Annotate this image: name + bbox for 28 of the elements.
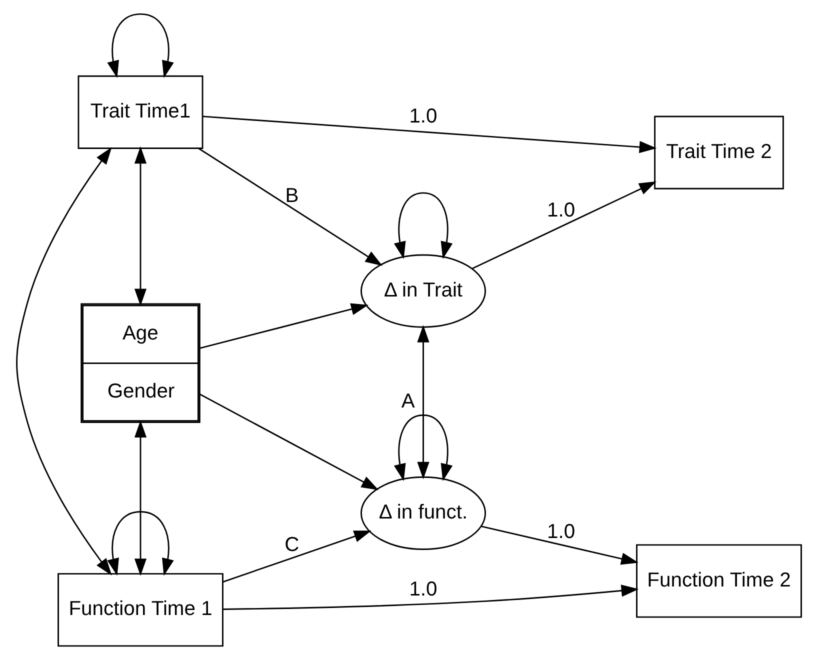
arrow — [416, 325, 429, 480]
arrow — [16, 147, 112, 576]
arrow — [134, 420, 146, 576]
edge-label: A — [400, 390, 414, 412]
arrow — [222, 530, 371, 583]
node-ellipse: Δ in Trait — [360, 254, 486, 328]
arrow — [199, 394, 378, 490]
arrow — [106, 13, 174, 78]
arrow — [480, 526, 638, 565]
arrow — [222, 584, 638, 610]
node-box: Function Time 1 — [57, 573, 223, 647]
arrow — [199, 303, 368, 349]
node-box: Trait Time 2 — [654, 116, 784, 190]
edge-label: 1.0 — [546, 199, 575, 222]
edge-label: 1.0 — [546, 521, 575, 544]
edge-label: C — [284, 534, 299, 556]
arrow — [472, 181, 656, 270]
edge-label: 1.0 — [408, 106, 437, 128]
edge-label: 1.0 — [408, 578, 437, 601]
arrow — [198, 148, 382, 266]
arrow — [106, 511, 174, 576]
edge-label: B — [284, 184, 298, 207]
node-box: Function Time 2 — [636, 544, 802, 618]
arrow — [393, 414, 452, 482]
arrow — [393, 192, 452, 259]
arrow — [202, 116, 656, 154]
arrow — [134, 146, 146, 306]
node-box: Trait Time1 — [77, 75, 203, 149]
